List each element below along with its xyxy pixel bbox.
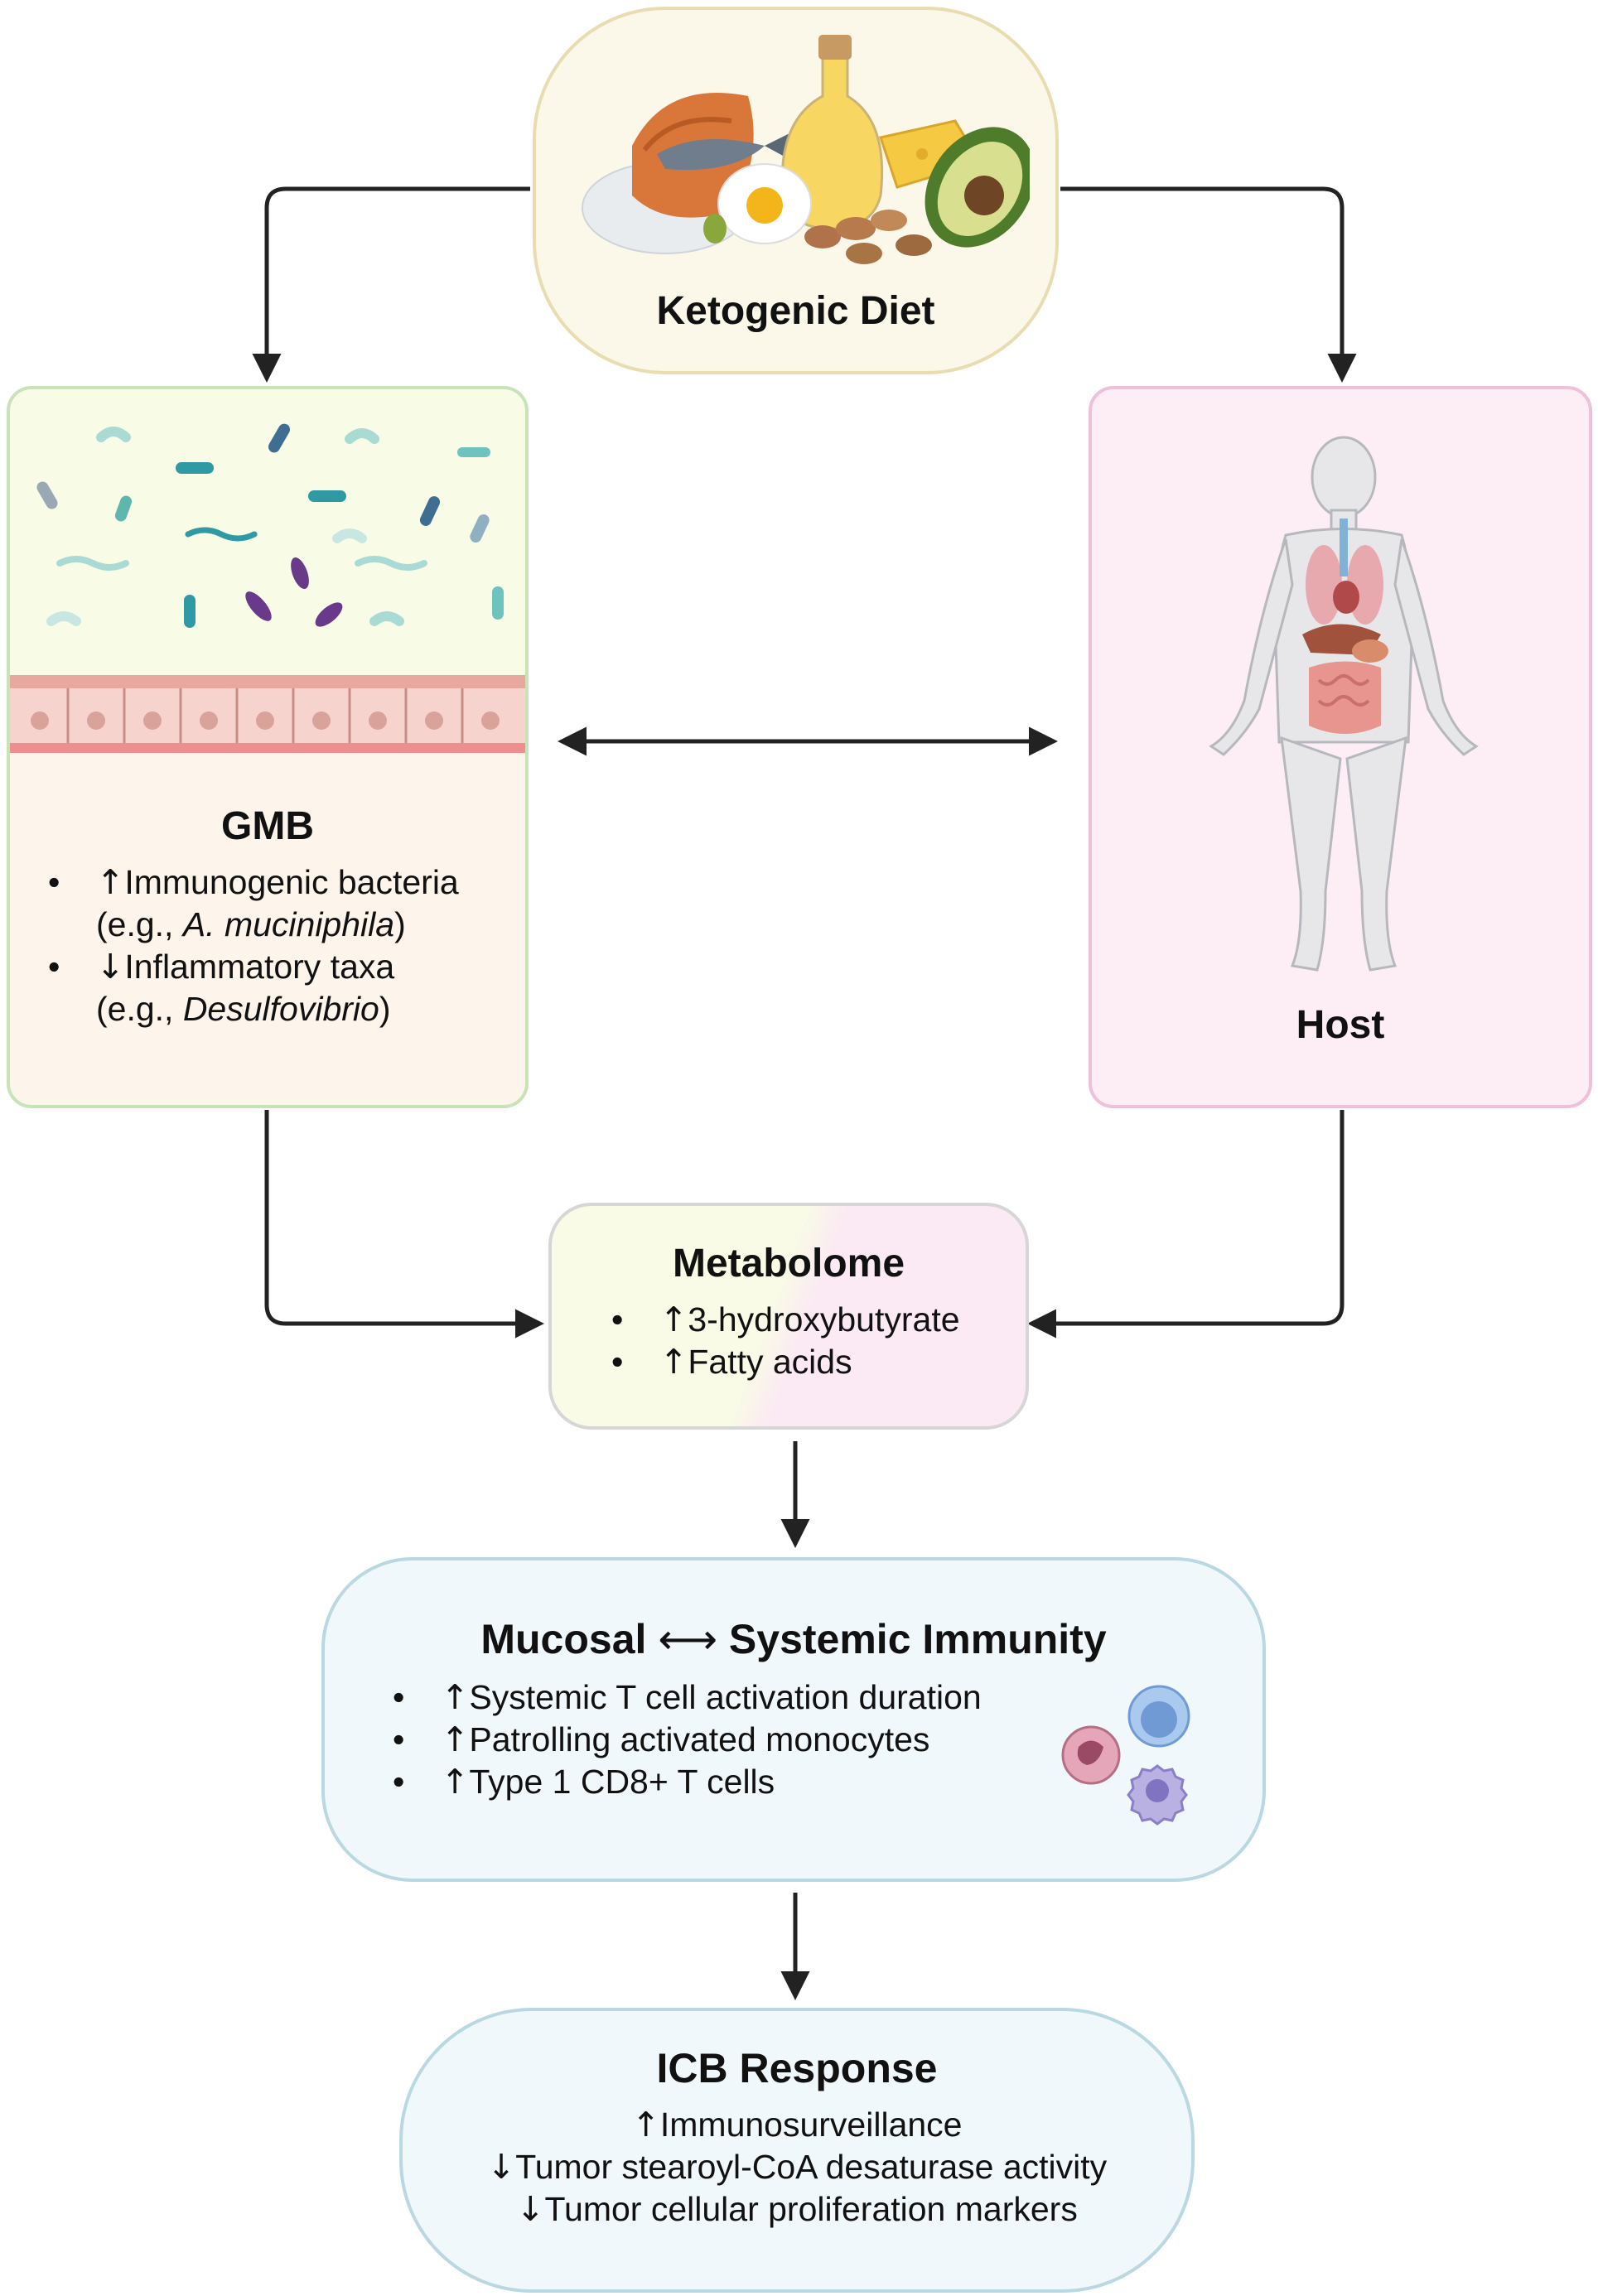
host-box: Host	[1089, 386, 1592, 1108]
gmb-item-inflammatory: ↓Inflammatory taxa (e.g., Desulfovibrio)	[48, 946, 459, 1030]
icb-response-title: ICB Response	[656, 2045, 938, 2091]
icb-response-box: ICB Response ↑Immunosurveillance ↓Tumor …	[399, 2008, 1195, 2293]
metabolome-box: Metabolome ↑3-hydroxybutyrate ↑Fatty aci…	[548, 1203, 1029, 1430]
icb-line-immunosurveillance: ↑Immunosurveillance	[631, 2105, 963, 2144]
immunity-title-right: Systemic Immunity	[728, 1616, 1107, 1662]
metabolome-item-3hb: ↑3-hydroxybutyrate	[611, 1299, 960, 1341]
gmb-box: GMB ↑Immunogenic bacteria (e.g., A. muci…	[7, 386, 529, 1108]
ketogenic-diet-box: Ketogenic Diet	[533, 7, 1059, 374]
arrow-keto-to-gmb	[252, 186, 530, 383]
icb-line-scd-activity: ↓Tumor stearoyl-CoA desaturase activity	[486, 2147, 1108, 2187]
immune-cells-illustration	[1061, 1685, 1190, 1826]
gmb-list: ↑Immunogenic bacteria (e.g., A. muciniph…	[48, 861, 459, 1030]
gmb-title: GMB	[221, 804, 314, 848]
immunity-title-left: Mucosal	[480, 1616, 647, 1662]
immunity-list: ↑Systemic T cell activation duration ↑Pa…	[393, 1676, 982, 1803]
epithelial-cells	[10, 688, 525, 753]
gut-lumen	[10, 389, 525, 675]
immunity-title-arrow: ⟷	[658, 1615, 718, 1663]
ketogenic-diet-title: Ketogenic Diet	[656, 289, 935, 333]
metabolome-list: ↑3-hydroxybutyrate ↑Fatty acids	[611, 1299, 960, 1383]
host-title: Host	[1296, 1003, 1385, 1047]
intestinal-epithelium	[10, 675, 525, 743]
human-body-illustration	[1209, 436, 1479, 972]
immunity-item-t-cell-activation: ↑Systemic T cell activation duration	[393, 1676, 982, 1719]
immunity-title: Mucosal ⟷ Systemic Immunity	[325, 1615, 1262, 1663]
metabolome-item-fatty-acids: ↑Fatty acids	[611, 1341, 960, 1383]
immunity-box: Mucosal ⟷ Systemic Immunity ↑Systemic T …	[321, 1557, 1266, 1882]
arrow-gmb-to-metabolome	[264, 1110, 544, 1339]
gmb-item-immunogenic: ↑Immunogenic bacteria (e.g., A. muciniph…	[48, 861, 459, 946]
arrow-keto-to-host	[1060, 186, 1357, 383]
immunity-item-monocytes: ↑Patrolling activated monocytes	[393, 1719, 982, 1761]
icb-response-lines: ↑Immunosurveillance ↓Tumor stearoyl-CoA …	[403, 2104, 1191, 2231]
bacteria-group	[36, 423, 504, 628]
immunity-item-cd8: ↑Type 1 CD8+ T cells	[393, 1761, 982, 1803]
bacteria-illustration	[36, 423, 504, 628]
ketogenic-food-illustration	[582, 35, 1030, 264]
icb-line-proliferation: ↓Tumor cellular proliferation markers	[516, 2189, 1078, 2229]
arrow-host-to-metabolome	[1027, 1110, 1345, 1339]
metabolome-title: Metabolome	[672, 1242, 905, 1285]
